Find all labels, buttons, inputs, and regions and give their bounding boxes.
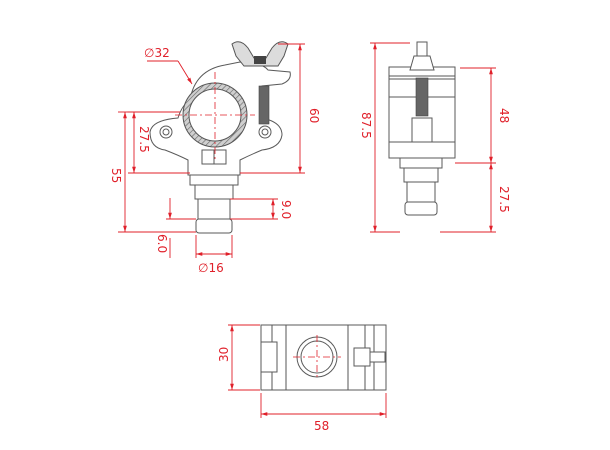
dim-diameter-32: ∅32 [144, 46, 170, 60]
dim-58: 58 [314, 419, 329, 433]
dim-diameter-16: ∅16 [198, 261, 224, 275]
top-view: 30 58 [217, 324, 387, 433]
dim-27-5: 27.5 [137, 126, 151, 153]
dim-87-5: 87.5 [359, 112, 373, 139]
dim-6-0: 6.0 [155, 234, 169, 253]
dim-48: 48 [497, 108, 511, 123]
side-view: 87.5 48 27.5 [359, 41, 511, 233]
dim-30: 30 [217, 347, 231, 362]
front-view: 60 27.5 55 9.0 6.0 ∅16 ∅32 [109, 41, 321, 275]
dim-55: 55 [109, 168, 123, 183]
dim-9-0: 9.0 [279, 200, 293, 219]
dim-60: 60 [307, 108, 321, 123]
dim-side-27-5: 27.5 [497, 186, 511, 213]
